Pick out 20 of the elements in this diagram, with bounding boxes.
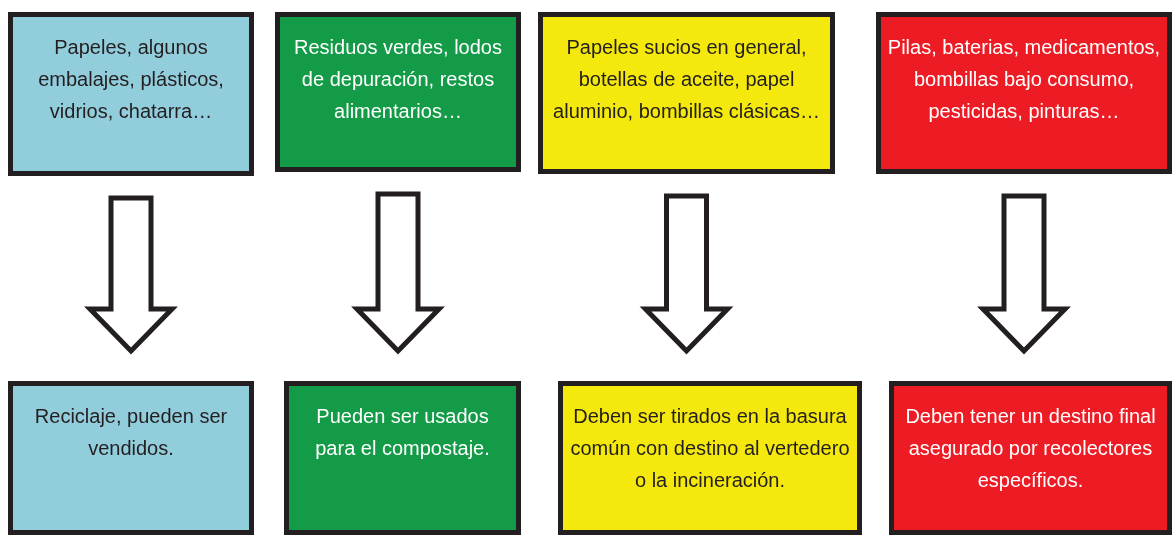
category-box <box>876 12 1172 174</box>
block-arrow <box>977 193 1071 355</box>
category-box <box>538 12 835 174</box>
block-arrow <box>351 191 445 355</box>
category-box <box>8 12 254 176</box>
box-text: Deben ser tirados en la basura común con destino al vertedero o la incineración. <box>569 404 851 493</box>
box-text: Reciclaje, pueden ser vendidos. <box>33 404 229 461</box>
category-box <box>558 381 862 535</box>
category-box <box>275 12 521 172</box>
block-arrow <box>84 195 178 355</box>
category-box <box>284 381 521 535</box>
box-text: Pueden ser usados para el compostaje. <box>314 404 491 461</box>
category-box <box>8 381 254 535</box>
box-text: Pilas, baterias, medicamentos, bombillas bajo consumo, pesticidas, pinturas… <box>887 35 1161 124</box>
box-text: Residuos verdes, lodos de depuración, restos alimentarios… <box>293 35 503 124</box>
box-text: Papeles, algunos embalajes, plásticos, vidrios, chatarra… <box>37 35 225 124</box>
box-text: Papeles sucios en general, botellas de aceite, papel aluminio, bombillas clásicas… <box>552 35 821 124</box>
block-arrow <box>639 193 734 355</box>
box-text: Deben tener un destino final asegurado por recolectores específicos. <box>904 404 1157 493</box>
category-box <box>889 381 1172 535</box>
